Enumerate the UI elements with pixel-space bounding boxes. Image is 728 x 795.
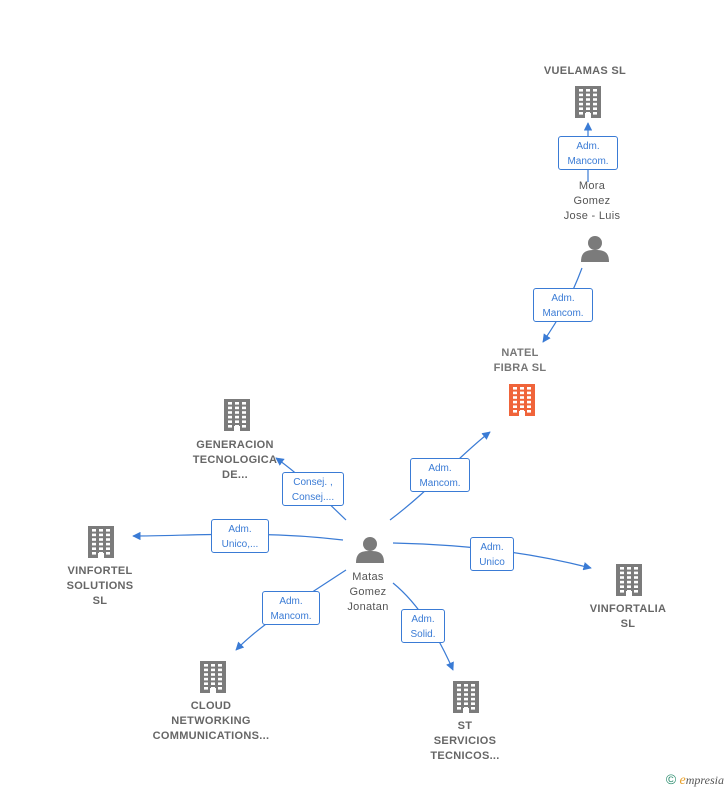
person-icon-mora[interactable] xyxy=(581,236,609,262)
node-label-vinfortalia[interactable]: VINFORTALIA SL xyxy=(589,603,667,630)
building-icon-vuelamas[interactable] xyxy=(575,86,601,118)
edge-label-mora-vuelamas[interactable]: Adm. Mancom. xyxy=(558,136,618,170)
building-icon-vinfortalia[interactable] xyxy=(616,564,642,596)
edge-label-mora-natel[interactable]: Adm. Mancom. xyxy=(533,288,593,322)
person-icon-matas[interactable] xyxy=(356,537,384,563)
copyright-symbol: © xyxy=(665,771,677,787)
building-icon-natel[interactable] xyxy=(509,384,535,416)
node-label-mora[interactable]: Mora Gomez Jose - Luis xyxy=(563,180,621,222)
node-label-matas[interactable]: Matas Gomez Jonatan xyxy=(347,571,389,613)
building-icon-st[interactable] xyxy=(453,681,479,713)
logo-text: mpresia xyxy=(685,773,724,787)
edge-label-matas-vinfortel[interactable]: Adm. Unico,... xyxy=(211,519,269,553)
building-icon-vinfortel[interactable] xyxy=(88,526,114,558)
node-label-natel[interactable]: NATEL FIBRA SL xyxy=(493,347,547,374)
edge-label-matas-st[interactable]: Adm. Solid. xyxy=(401,609,445,643)
building-icon-cloud[interactable] xyxy=(200,661,226,693)
node-label-vuelamas[interactable]: VUELAMAS SL xyxy=(543,65,627,77)
node-label-generacion[interactable]: GENERACION TECNOLOGICA DE... xyxy=(192,439,278,481)
node-label-st[interactable]: ST SERVICIOS TECNICOS... xyxy=(430,720,500,762)
logo-e: e xyxy=(679,773,686,788)
edge-label-matas-generacion[interactable]: Consej. , Consej.... xyxy=(282,472,344,506)
node-label-vinfortel[interactable]: VINFORTEL SOLUTIONS SL xyxy=(66,565,134,607)
empresia-logo: © empresia xyxy=(666,771,724,789)
edge-label-matas-cloud[interactable]: Adm. Mancom. xyxy=(262,591,320,625)
node-label-cloud[interactable]: CLOUD NETWORKING COMMUNICATIONS... xyxy=(152,700,270,742)
building-icon-generacion[interactable] xyxy=(224,399,250,431)
edge-label-matas-vinfortalia[interactable]: Adm. Unico xyxy=(470,537,514,571)
edge-label-matas-natel[interactable]: Adm. Mancom. xyxy=(410,458,470,492)
